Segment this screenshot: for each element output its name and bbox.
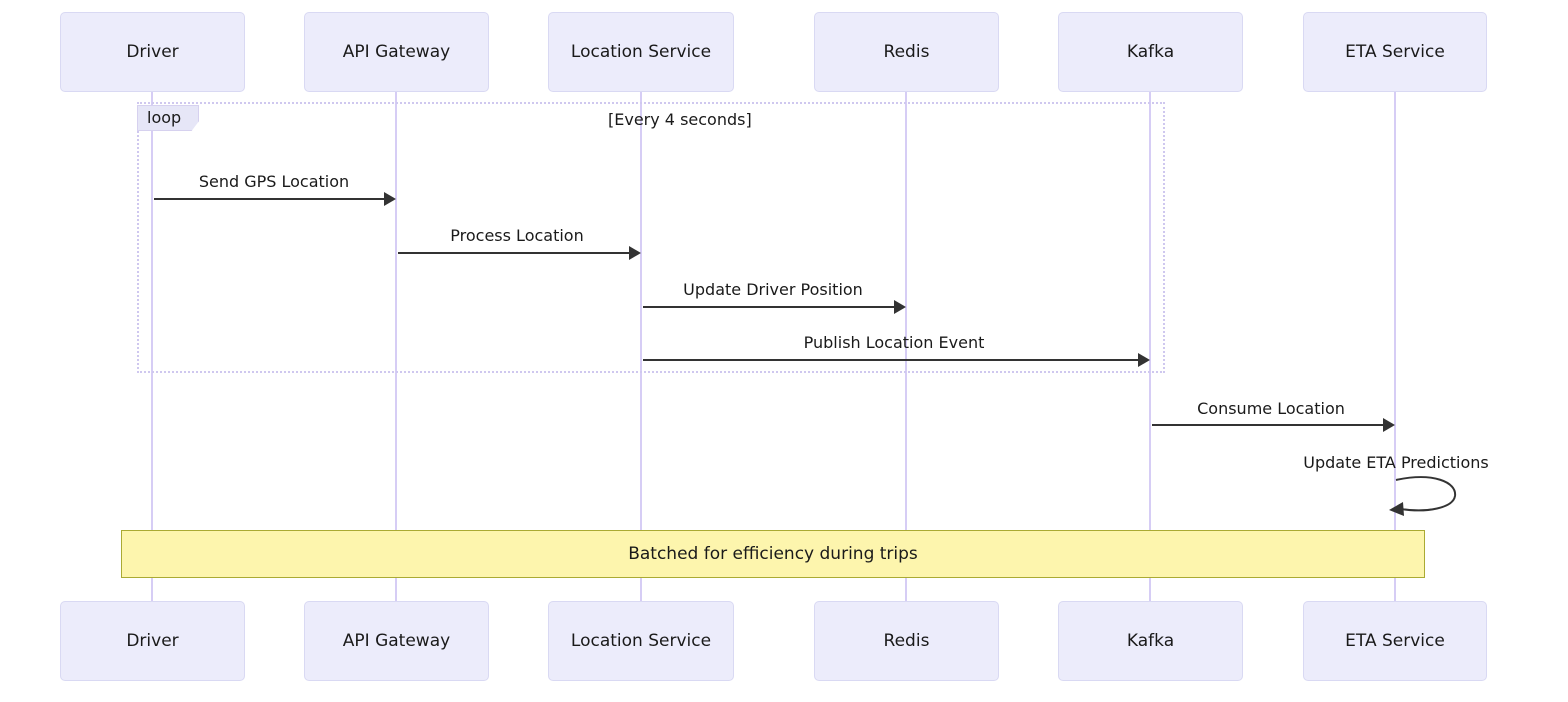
participant-label: Driver (126, 630, 179, 651)
lifeline-api-gateway (395, 92, 397, 601)
note-batched-for-efficiency: Batched for efficiency during trips (121, 530, 1425, 578)
participant-label: Driver (126, 41, 179, 62)
participant-bottom-driver[interactable]: Driver (60, 601, 245, 681)
lifeline-redis (905, 92, 907, 601)
participant-label: Location Service (570, 41, 712, 62)
loop-fragment-box (137, 102, 1165, 373)
participant-top-redis[interactable]: Redis (814, 12, 999, 92)
participant-label: API Gateway (342, 41, 451, 62)
participant-top-location-service[interactable]: Location Service (548, 12, 734, 92)
message-label-update-eta-predictions: Update ETA Predictions (1303, 453, 1489, 472)
message-arrowhead-consume-location (1383, 418, 1395, 432)
participant-label: Redis (883, 630, 930, 651)
message-self-loop-update-eta-predictions (1389, 476, 1457, 516)
loop-fragment-condition: [Every 4 seconds] (608, 110, 752, 129)
message-arrowhead-update-driver-position (894, 300, 906, 314)
message-arrowhead-send-gps-location (384, 192, 396, 206)
participant-label: Location Service (570, 630, 712, 651)
message-label-consume-location: Consume Location (1197, 399, 1345, 418)
loop-fragment-tag: loop (137, 105, 199, 131)
participant-label: Redis (883, 41, 930, 62)
message-line-process-location (398, 252, 629, 254)
participant-bottom-kafka[interactable]: Kafka (1058, 601, 1243, 681)
message-line-consume-location (1152, 424, 1383, 426)
lifeline-kafka (1149, 92, 1151, 601)
note-label: Batched for efficiency during trips (628, 543, 918, 564)
message-line-update-driver-position (643, 306, 894, 308)
message-line-send-gps-location (154, 198, 384, 200)
message-label-publish-location-event: Publish Location Event (803, 333, 985, 352)
participant-label: Kafka (1126, 41, 1175, 62)
participant-top-eta-service[interactable]: ETA Service (1303, 12, 1487, 92)
participant-label: API Gateway (342, 630, 451, 651)
participant-label: ETA Service (1345, 630, 1445, 651)
participant-label: ETA Service (1345, 41, 1445, 62)
participant-top-driver[interactable]: Driver (60, 12, 245, 92)
message-line-publish-location-event (643, 359, 1138, 361)
participant-label: Kafka (1126, 630, 1175, 651)
lifeline-eta-service (1394, 92, 1396, 601)
participant-bottom-eta-service[interactable]: ETA Service (1303, 601, 1487, 681)
lifeline-location-service (640, 92, 642, 601)
message-label-send-gps-location: Send GPS Location (198, 172, 350, 191)
message-label-process-location: Process Location (450, 226, 584, 245)
participant-bottom-location-service[interactable]: Location Service (548, 601, 734, 681)
participant-bottom-api-gateway[interactable]: API Gateway (304, 601, 489, 681)
lifeline-driver (151, 92, 153, 601)
participant-bottom-redis[interactable]: Redis (814, 601, 999, 681)
participant-top-api-gateway[interactable]: API Gateway (304, 12, 489, 92)
message-arrowhead-publish-location-event (1138, 353, 1150, 367)
participant-top-kafka[interactable]: Kafka (1058, 12, 1243, 92)
loop-fragment-tag-label: loop (147, 108, 182, 127)
message-label-update-driver-position: Update Driver Position (683, 280, 863, 299)
message-arrowhead-process-location (629, 246, 641, 260)
